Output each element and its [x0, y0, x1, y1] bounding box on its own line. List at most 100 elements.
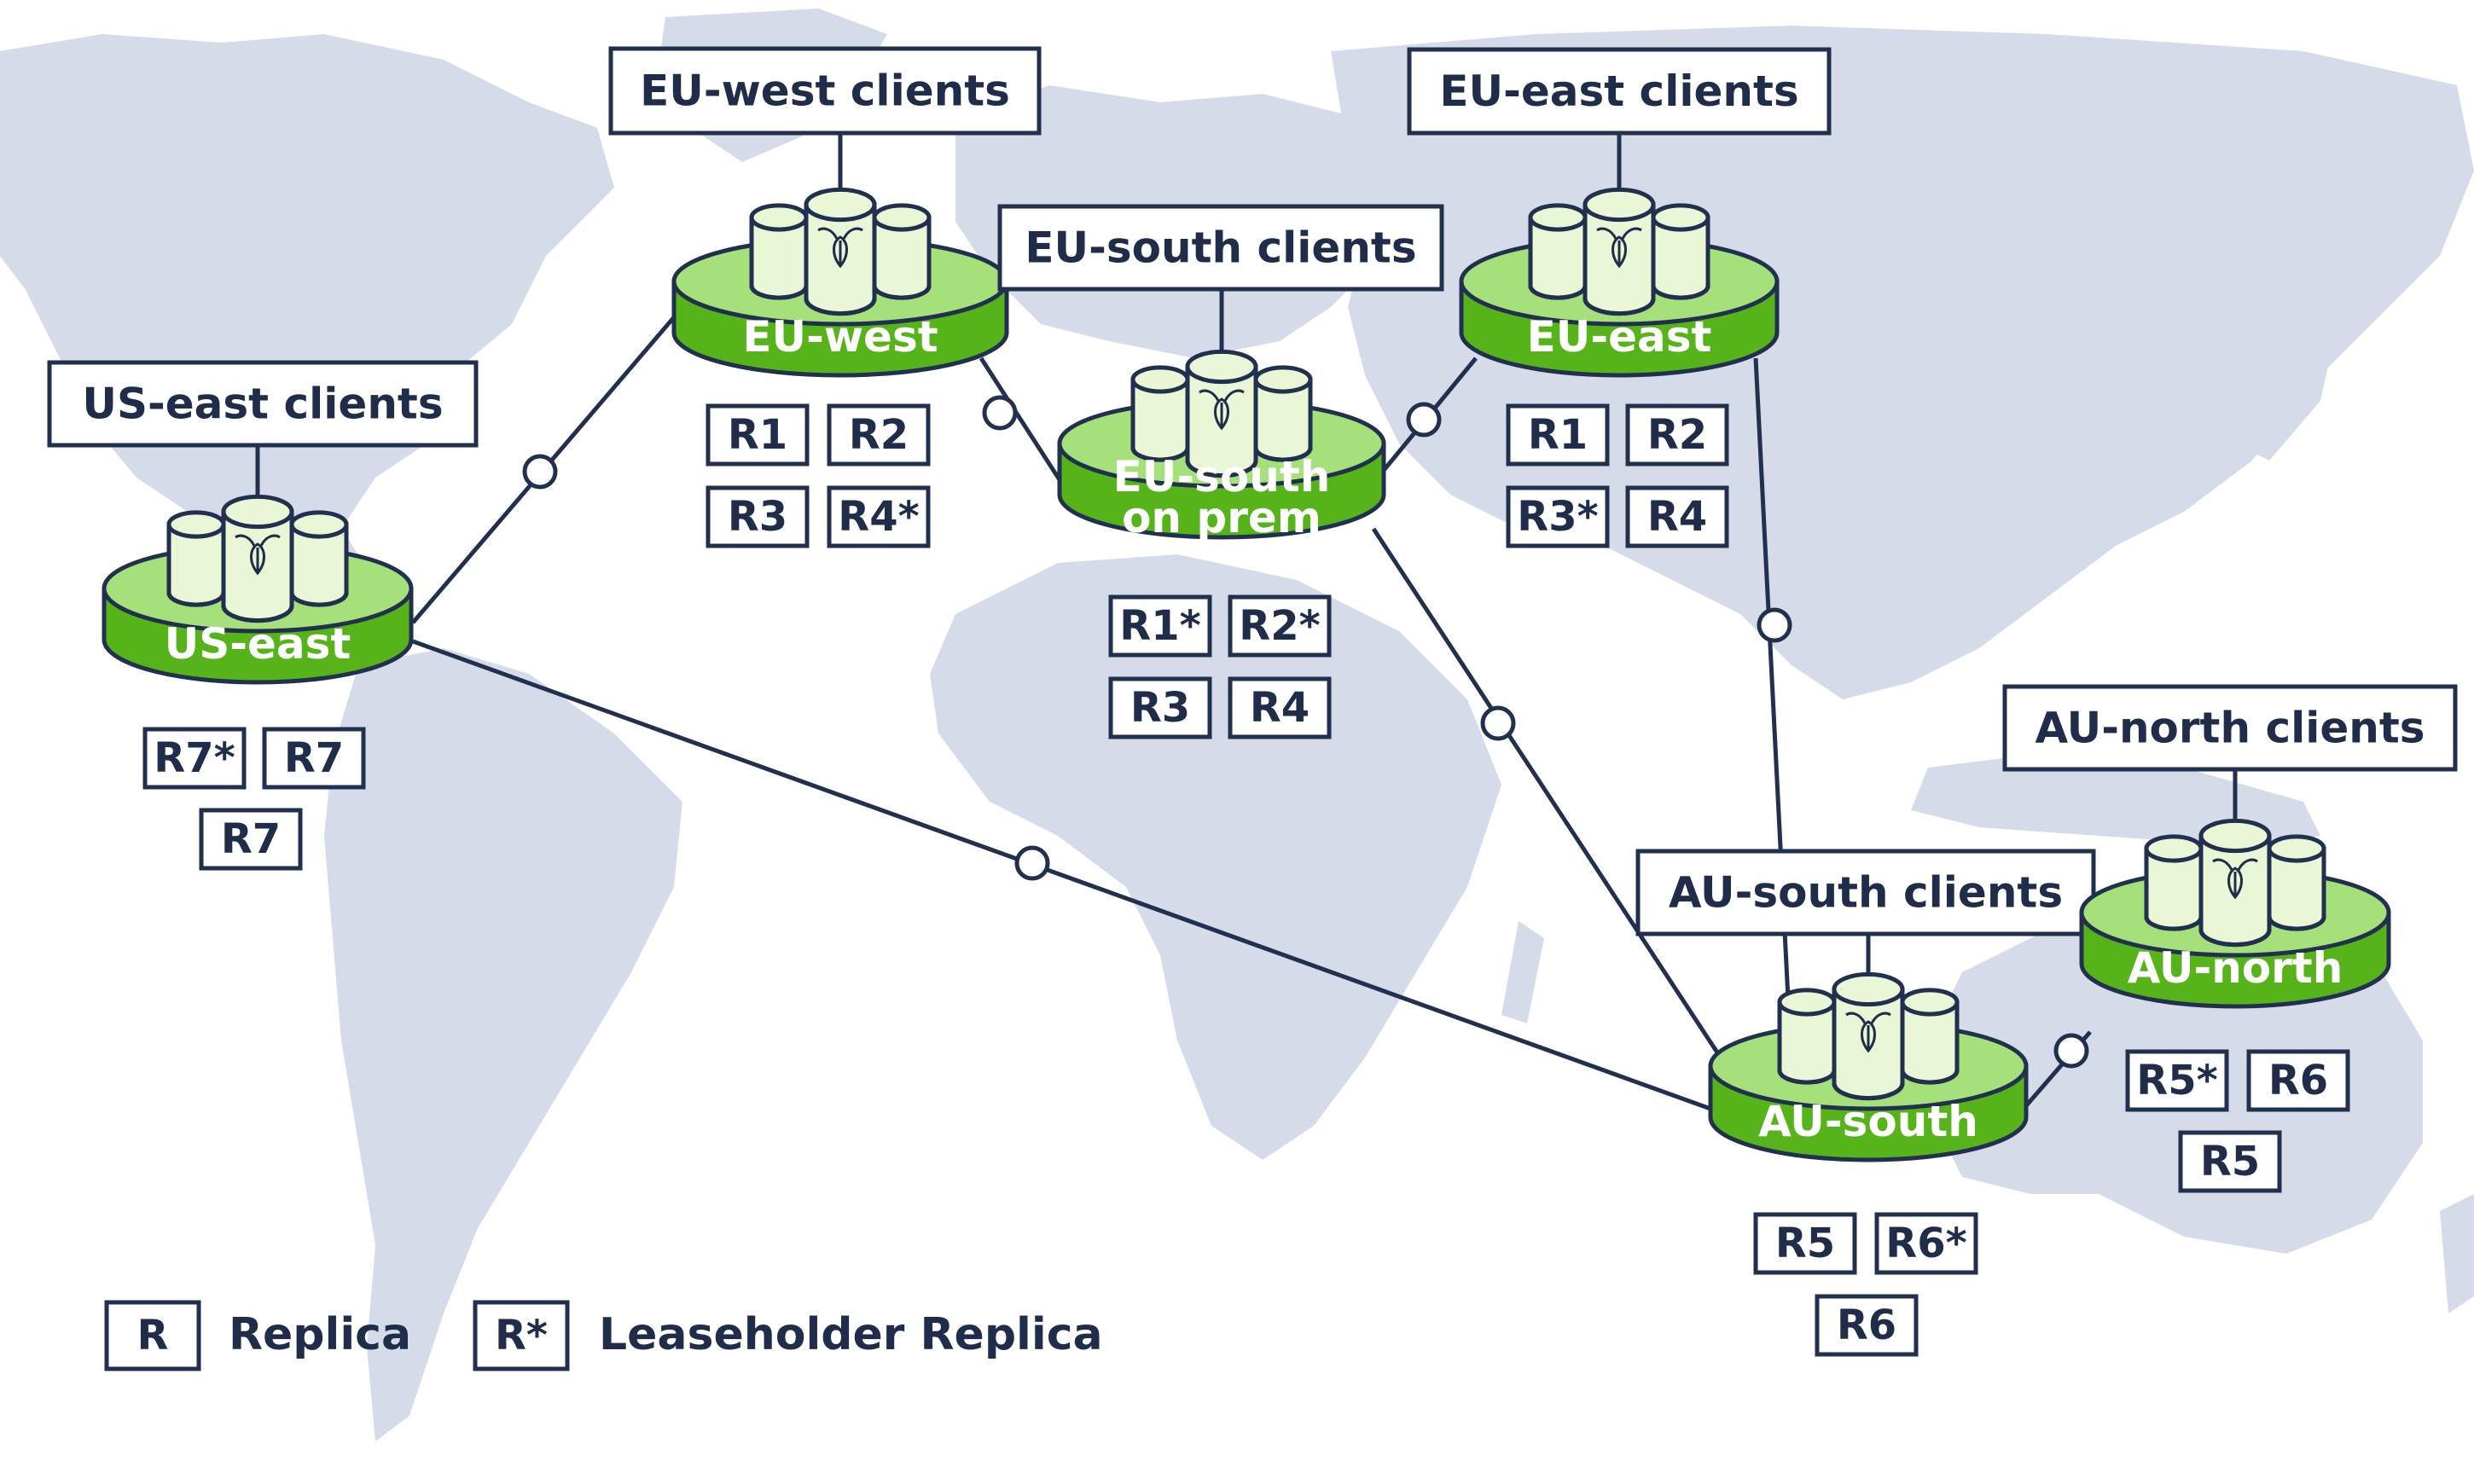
replica-box: R1 [706, 403, 810, 467]
south-america-landmass [324, 648, 682, 1441]
replica-box: R6 [1815, 1294, 1919, 1357]
database-cylinder-center [221, 494, 294, 623]
clients-label: AU-south clients [1669, 868, 2063, 918]
replica-box: R5 [2178, 1130, 2282, 1193]
link-eu-east-au-south [1753, 357, 1794, 1067]
database-cylinder-left [1130, 365, 1190, 462]
clients-box [608, 46, 1042, 136]
new-zealand-landmass [2440, 1194, 2474, 1313]
database-cylinder-center [804, 187, 877, 316]
link-eu-south-au-south [1371, 527, 1734, 1076]
replica-label: R5* [2136, 1057, 2217, 1104]
leaseholder-replica-box: R1* [1108, 594, 1212, 658]
link-relay-circle [1014, 845, 1050, 881]
link-line [1371, 527, 1734, 1076]
replica-label: R6 [1837, 1301, 1896, 1349]
leaseholder-replica-box: R2* [1228, 594, 1332, 658]
link-relay-circle [522, 454, 558, 490]
legend-leaseholder-symbol: R* [495, 1312, 548, 1359]
database-cylinder-left [1777, 988, 1837, 1085]
replica-label: R3 [1130, 684, 1190, 732]
link-relay-circle [982, 395, 1018, 431]
database-cylinder-center [1583, 187, 1656, 316]
replica-label: R1 [1528, 411, 1588, 459]
database-cylinder-left [166, 510, 226, 607]
region-name: AU-north [2128, 943, 2343, 993]
database-cylinder-left [749, 203, 809, 300]
database-cylinder-right [2267, 834, 2326, 931]
database-cylinder-right [1900, 988, 1960, 1085]
replica-label: R3 [728, 493, 787, 541]
link-line [979, 357, 1069, 492]
north-america-landmass [0, 34, 614, 648]
clients-label: EU-east clients [1439, 67, 1798, 116]
replica-label: R7 [284, 734, 344, 782]
database-cylinder-right [872, 203, 932, 300]
replica-box: R3 [706, 485, 810, 548]
clients-box [1407, 47, 1832, 136]
clients-box [2002, 684, 2458, 772]
replica-label: R5 [2200, 1138, 2260, 1185]
replica-label: R4 [1647, 493, 1707, 541]
replica-label: R7* [154, 734, 235, 782]
database-cylinder-right [1253, 365, 1313, 462]
replica-box: R7 [262, 727, 366, 790]
clients-box [47, 360, 479, 448]
region-name: EU-south [1113, 452, 1331, 501]
link-au-south-au-north [2022, 1030, 2092, 1110]
region-name: AU-south [1758, 1097, 1978, 1146]
leaseholder-replica-box: R7* [142, 727, 247, 790]
region-name: EU-east [1527, 312, 1712, 362]
link-eu-south-eu-east [1376, 357, 1478, 479]
leaseholder-replica-box: R3* [1506, 485, 1610, 548]
replica-box: R7 [199, 808, 303, 871]
replica-box: R4 [1625, 485, 1729, 548]
replica-box: R2 [827, 403, 931, 467]
clients-label: EU-west clients [640, 67, 1010, 116]
region-name: US-east [165, 619, 351, 669]
database-cylinder-left [2144, 834, 2204, 931]
replica-label: R2 [849, 411, 909, 459]
leaseholder-replica-box: R5* [2125, 1049, 2229, 1112]
database-cylinder-left [1528, 203, 1588, 300]
link-eu-west-eu-south [979, 357, 1069, 492]
replica-label: R1* [1119, 602, 1200, 650]
clients-label: EU-south clients [1025, 223, 1416, 273]
replica-box: R4 [1228, 676, 1332, 739]
link-relay-circle [1480, 705, 1516, 741]
clients-box [997, 204, 1444, 292]
region-name: on prem [1122, 493, 1321, 542]
japan-landmass [2235, 307, 2338, 461]
clients-label: AU-north clients [2035, 704, 2425, 753]
replica-label: R4* [838, 493, 919, 541]
database-cylinder-right [289, 510, 349, 607]
link-us-east-au-south [412, 639, 1711, 1111]
links-layer [411, 316, 2092, 1111]
replica-label: R7 [221, 815, 281, 863]
link-line [1753, 357, 1794, 1067]
link-relay-circle [2053, 1033, 2089, 1069]
replica-label: R6* [1885, 1220, 1966, 1267]
link-us-east-eu-west [411, 316, 676, 624]
replica-label: R4 [1250, 684, 1310, 732]
database-cylinder-center [1185, 349, 1258, 478]
madagascar-landmass [1501, 921, 1544, 1023]
legend-replica-label: Replica [229, 1309, 411, 1360]
replica-label: R2 [1647, 411, 1707, 459]
replica-label: R5 [1775, 1220, 1835, 1267]
leaseholder-replica-box: R4* [827, 485, 931, 548]
link-line [412, 639, 1711, 1111]
database-cylinder-right [1651, 203, 1710, 300]
database-cylinder-center [1832, 971, 1905, 1101]
replica-box: R2 [1625, 403, 1729, 467]
replica-box: R1 [1506, 403, 1610, 467]
